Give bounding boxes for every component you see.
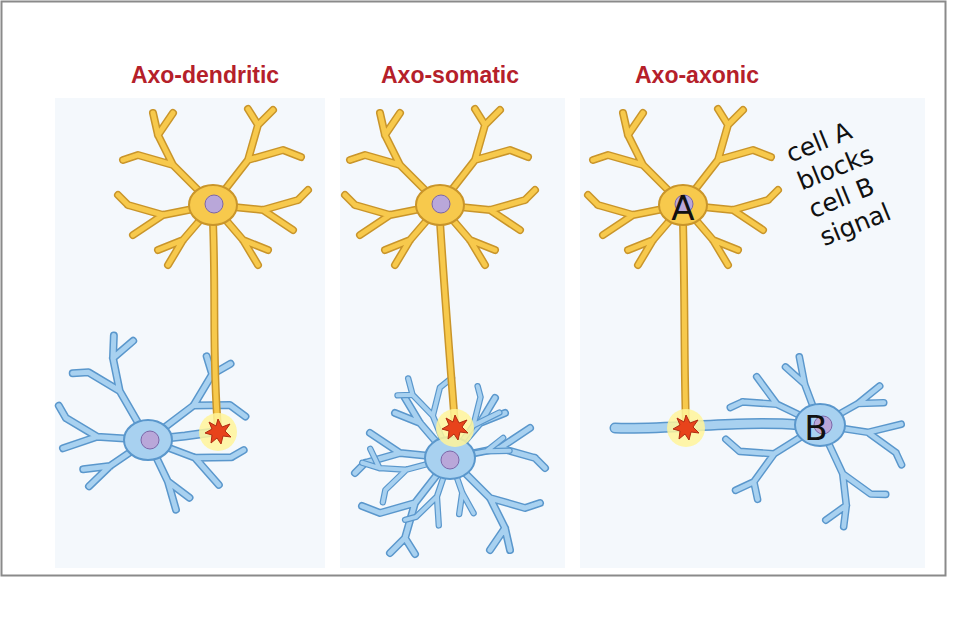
cell-letter: B (804, 411, 827, 445)
synapse-type-heading: Axo-axonic (635, 62, 759, 89)
synapse-type-heading: Axo-dendritic (131, 62, 279, 89)
cell-letter: A (671, 191, 694, 225)
synapse-type-heading: Axo-somatic (381, 62, 519, 89)
